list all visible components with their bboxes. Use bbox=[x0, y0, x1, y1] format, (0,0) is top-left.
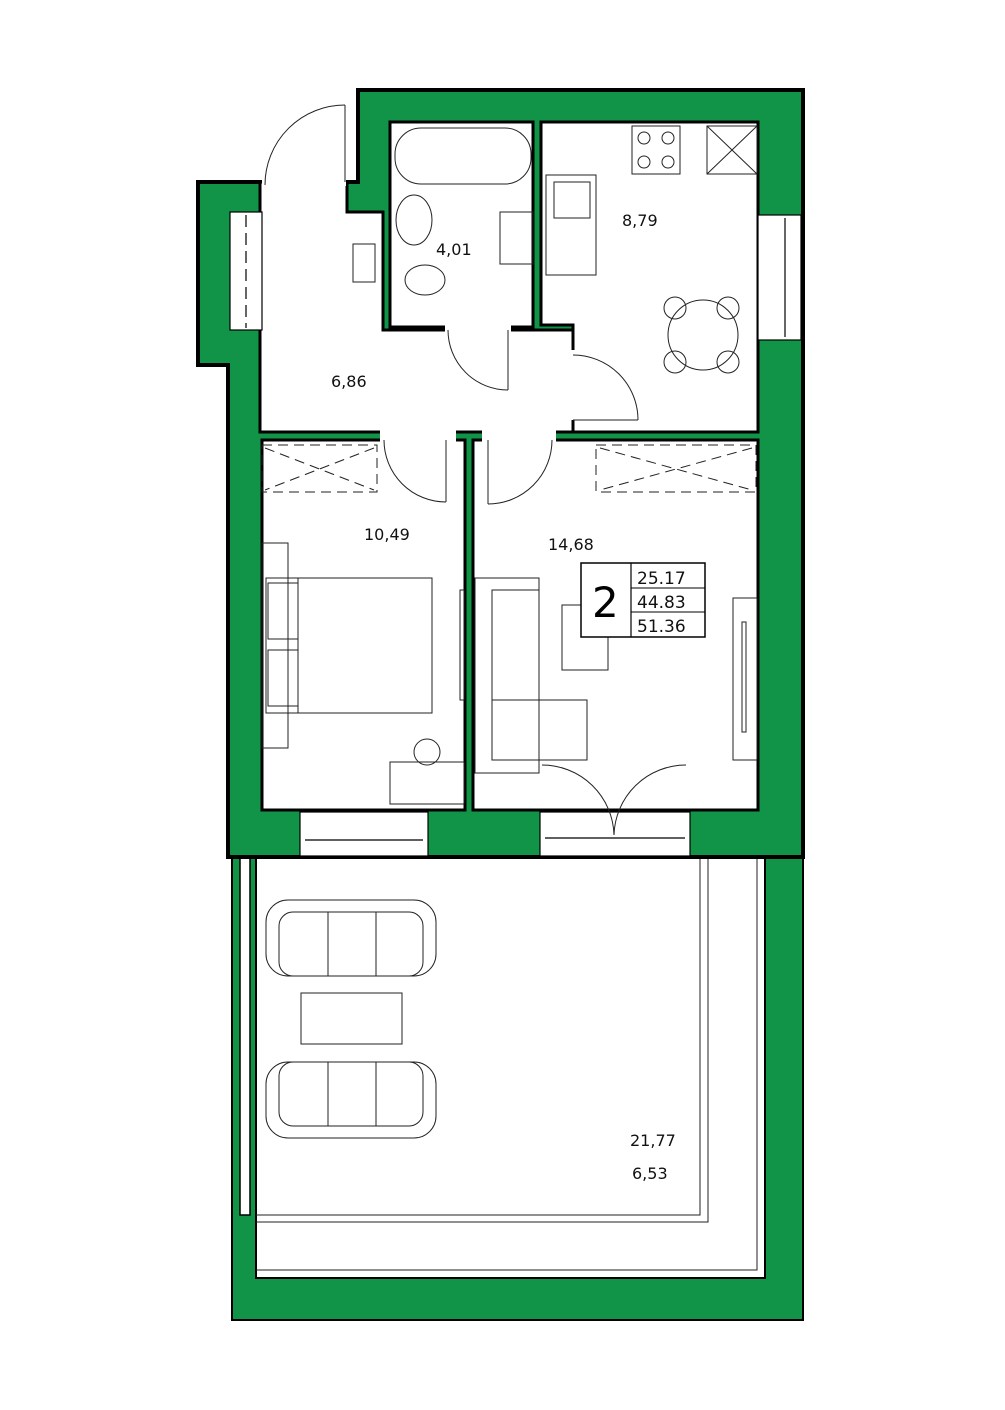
kitchen bbox=[539, 120, 760, 434]
sink-icon bbox=[395, 194, 433, 246]
dining-table-icon bbox=[667, 299, 739, 371]
outdoor-table-icon bbox=[300, 992, 403, 1045]
info-box: 2 25.17 44.83 51.36 bbox=[580, 562, 706, 638]
total-with-balcony: 51.36 bbox=[637, 617, 686, 637]
chair-icon bbox=[352, 243, 376, 283]
stove-icon bbox=[631, 125, 681, 175]
hallway-area: 6,86 bbox=[331, 372, 367, 391]
kitchen-area: 8,79 bbox=[622, 211, 658, 230]
kitchen-sink-icon bbox=[553, 181, 591, 219]
bathroom-area: 4,01 bbox=[436, 240, 472, 259]
furniture bbox=[261, 125, 758, 1139]
living-room-area: 14,68 bbox=[548, 535, 594, 554]
balcony-area: 21,77 bbox=[630, 1131, 676, 1150]
tv-icon bbox=[732, 597, 758, 761]
bedroom bbox=[260, 438, 467, 812]
balcony-reduced-area: 6,53 bbox=[632, 1164, 668, 1183]
rooms-count: 2 bbox=[592, 578, 619, 627]
hallway bbox=[258, 180, 575, 434]
living-area: 25.17 bbox=[637, 569, 686, 589]
balcony bbox=[231, 856, 804, 1321]
bathroom bbox=[388, 120, 535, 329]
windows bbox=[229, 211, 802, 857]
total-area: 44.83 bbox=[637, 593, 686, 613]
doors bbox=[264, 104, 687, 836]
bedroom-area: 10,49 bbox=[364, 525, 410, 544]
toilet-icon bbox=[404, 264, 446, 296]
bathtub-icon bbox=[394, 127, 532, 185]
desk-icon bbox=[389, 761, 465, 805]
